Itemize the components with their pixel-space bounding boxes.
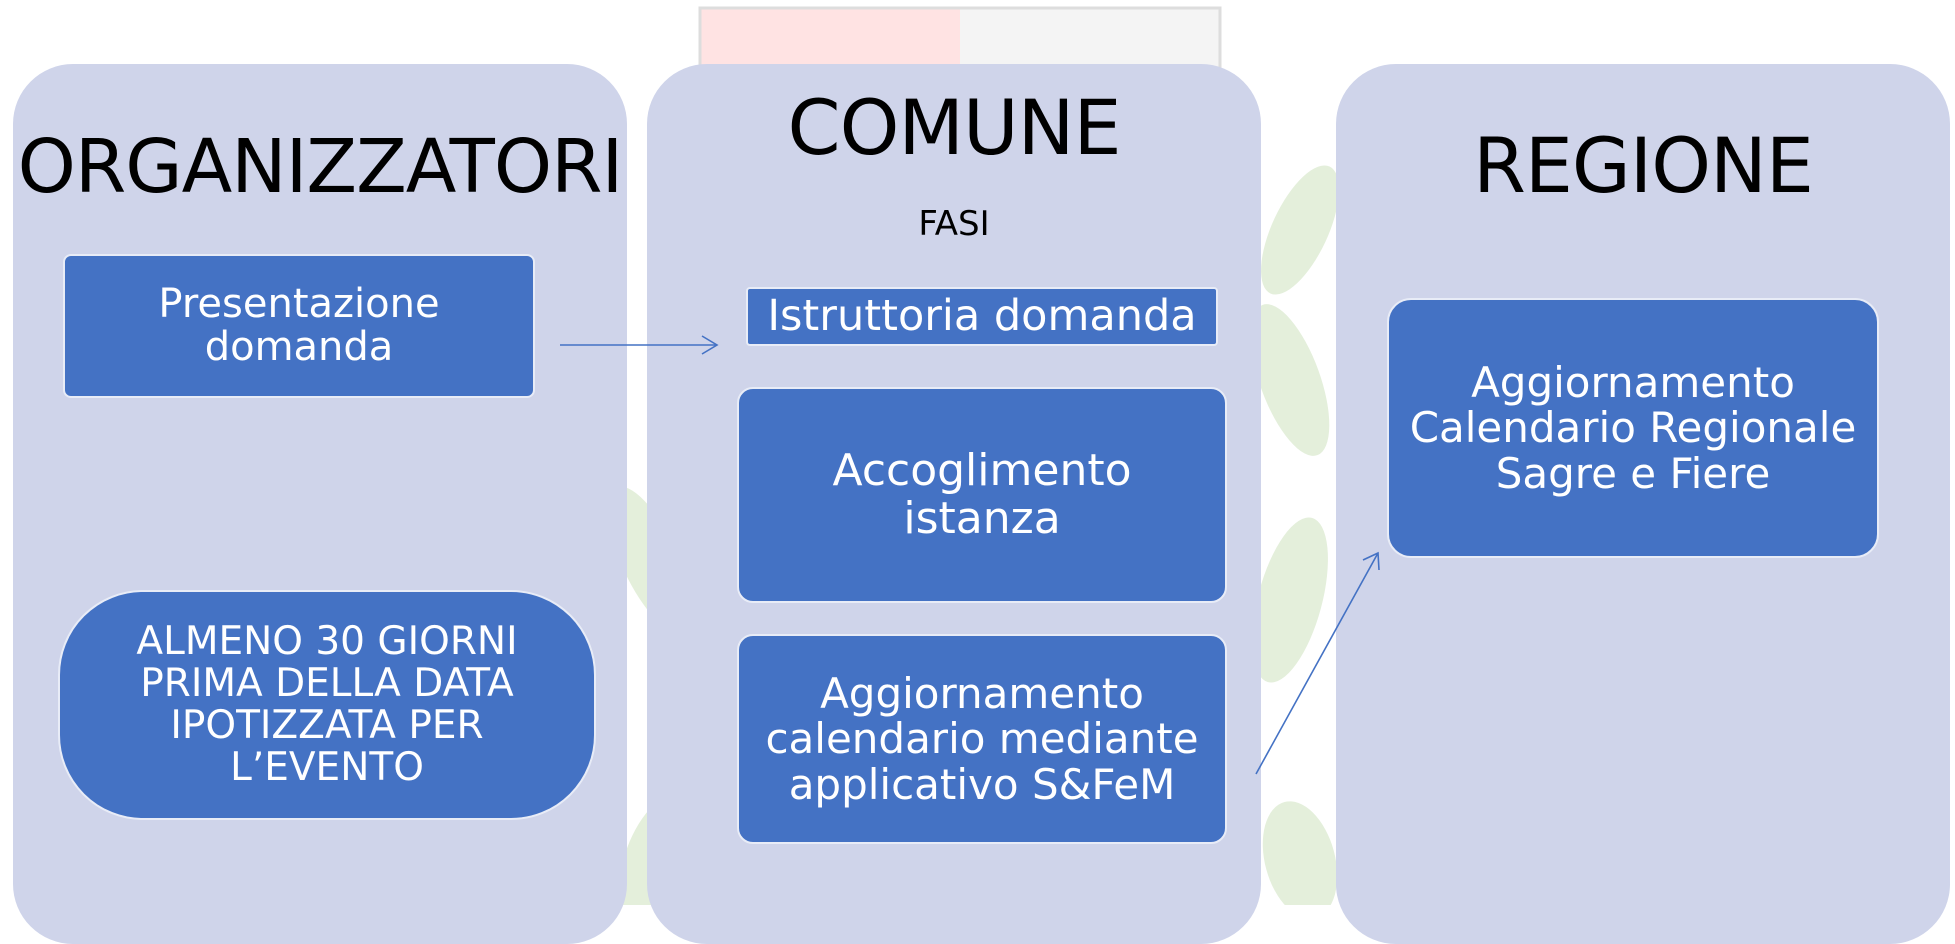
column-title-organizzatori: ORGANIZZATORI (17, 124, 624, 210)
box-aggiornamento-calendario-label: Aggiornamento calendario mediante applic… (765, 668, 1199, 809)
box-aggiornamento-calendario: Aggiornamento calendario mediante applic… (737, 634, 1227, 844)
watermark-flag-red (700, 8, 960, 68)
column-title-regione: REGIONE (1473, 121, 1814, 210)
box-presentazione-domanda: Presentazione domanda (63, 254, 535, 398)
box-aggiornamento-calendario-regionale: Aggiornamento Calendario Regionale Sagre… (1387, 298, 1879, 558)
box-almeno-label: ALMENO 30 GIORNI PRIMA DELLA DATA IPOTIZ… (136, 618, 518, 791)
box-accoglimento-istanza: Accoglimento istanza (737, 387, 1227, 603)
column-title-comune: COMUNE (787, 83, 1122, 172)
column-subtitle-fasi: FASI (918, 204, 990, 244)
box-istruttoria-domanda: Istruttoria domanda (746, 287, 1218, 346)
box-aggiornamento-regionale-label: Aggiornamento Calendario Regionale Sagre… (1409, 357, 1857, 498)
box-almeno-30-giorni: ALMENO 30 GIORNI PRIMA DELLA DATA IPOTIZ… (58, 590, 596, 820)
watermark-flag-white (960, 8, 1220, 68)
box-accoglimento-label: Accoglimento istanza (832, 445, 1132, 544)
box-istruttoria-label: Istruttoria domanda (767, 291, 1197, 342)
box-presentazione-label: Presentazione domanda (158, 280, 440, 370)
